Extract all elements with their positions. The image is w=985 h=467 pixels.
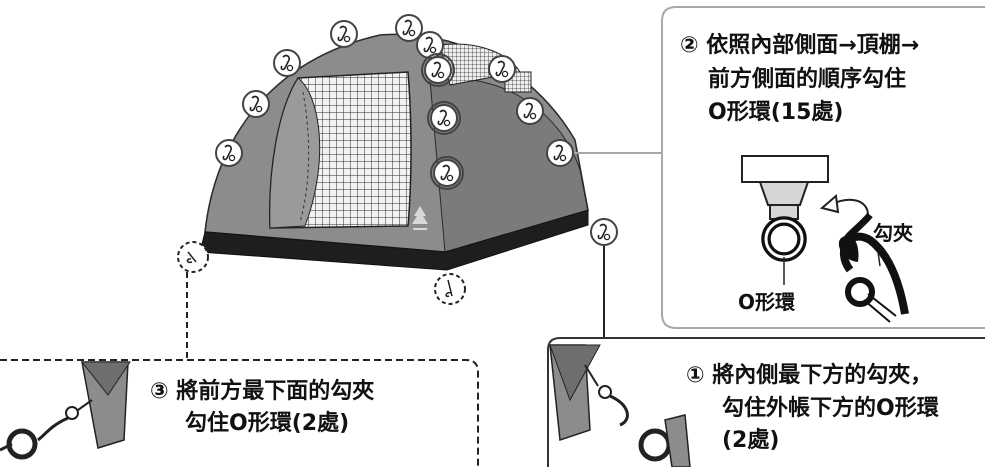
clip-icon xyxy=(433,159,461,187)
corner-markers xyxy=(177,241,466,305)
clip-icon xyxy=(215,139,243,167)
clip-icon xyxy=(516,97,544,125)
clip-icon xyxy=(590,218,618,246)
hook-position-icons xyxy=(215,14,618,246)
callout-panel-bottom-left: ③ 將前方最下面的勾夾 勾住O形環(2處) xyxy=(0,359,479,467)
callout-panel-right: ② 依照內部側面→頂棚→ 前方側面的順序勾住 O形環(15處) 勾夾 O形環 xyxy=(661,6,985,329)
clip-icon xyxy=(242,90,270,118)
tent-illustration xyxy=(199,33,589,271)
clip-icon xyxy=(273,49,301,77)
brand-logo xyxy=(412,206,428,230)
clip-icon xyxy=(424,56,452,84)
door-flap xyxy=(269,77,321,229)
clip-icon xyxy=(546,139,574,167)
step2-line1: ② 依照內部側面→頂棚→ xyxy=(680,32,919,58)
step3-line2: 勾住O形環(2處) xyxy=(185,410,349,436)
step1-line2: 勾住外帳下方的O形環 xyxy=(722,395,940,421)
o-ring-label: O形環 xyxy=(738,290,796,314)
hook-clip-label: 勾夾 xyxy=(873,221,913,245)
hook-clip-detail xyxy=(838,212,909,323)
clip-icon xyxy=(330,20,358,48)
step3-line1: ③ 將前方最下面的勾夾 xyxy=(150,378,374,404)
clip-icon xyxy=(488,55,516,83)
clip-icon xyxy=(395,14,423,42)
step2-line3: O形環(15處) xyxy=(708,100,843,125)
step1-line3: (2處) xyxy=(722,428,779,453)
step1-line1: ① 將內側最下方的勾夾， xyxy=(686,362,932,388)
step2-line2: 前方側面的順序勾住 xyxy=(708,66,906,92)
callout-panel-bottom-right: ① 將內側最下方的勾夾， 勾住外帳下方的O形環 (2處) xyxy=(547,337,985,467)
o-ring-detail xyxy=(741,155,829,285)
clip-icon xyxy=(430,104,458,132)
